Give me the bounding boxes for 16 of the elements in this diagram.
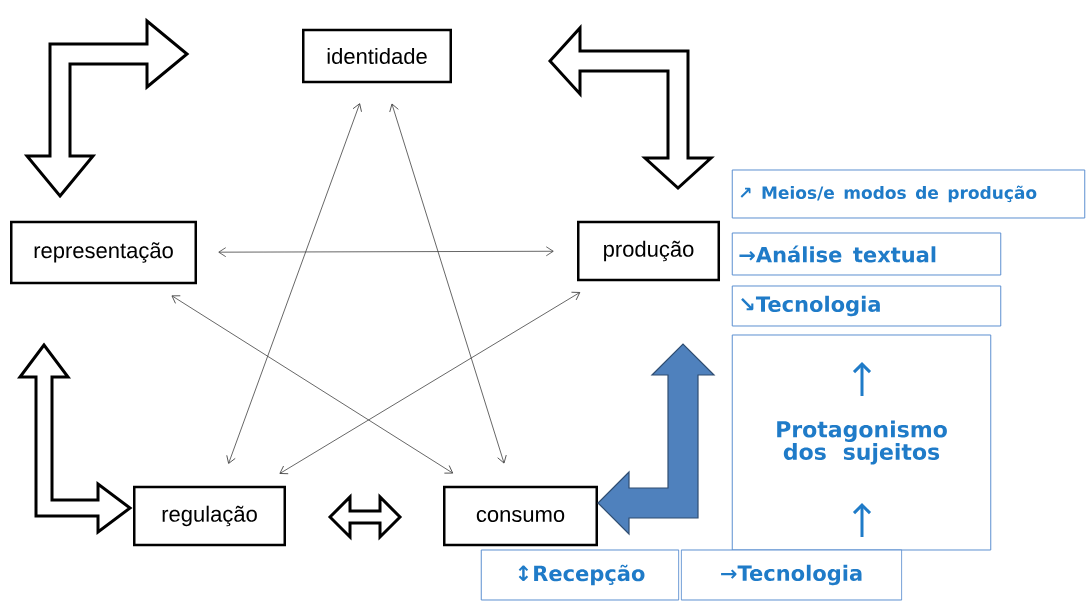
topic-box: ↗ Meios/e modos de produção <box>731 169 1086 219</box>
arrow <box>279 291 581 475</box>
concept-box: produção <box>577 220 720 282</box>
block-arrow <box>597 343 716 536</box>
topic-box: →Tecnologia <box>680 549 903 601</box>
concept-box: regulação <box>133 485 286 547</box>
concept-box: consumo <box>443 485 598 547</box>
concept-box: representação <box>10 220 197 285</box>
topic-box: →Análise textual <box>731 232 1002 276</box>
concept-box: identidade <box>302 28 452 84</box>
arrow <box>218 246 554 258</box>
topic-box: ↕Recepção <box>480 549 680 601</box>
topic-box: ↘Tecnologia <box>731 285 1002 327</box>
arrow <box>389 103 507 464</box>
arrow <box>226 103 362 464</box>
arrow <box>171 295 454 474</box>
